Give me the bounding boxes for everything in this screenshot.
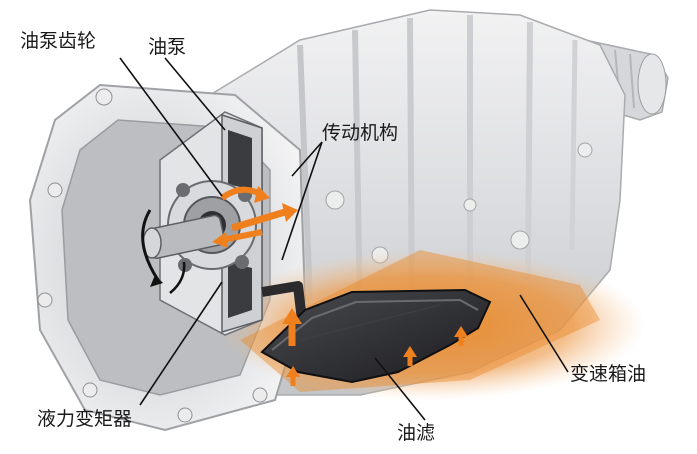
label-oil-filter: 油滤 — [397, 422, 436, 444]
pickup-tube — [261, 281, 307, 321]
label-transmission-mechanism: 传动机构 — [322, 122, 399, 144]
label-torque-converter: 液力变矩器 — [37, 408, 133, 430]
label-oil-pump-gear: 油泵齿轮 — [20, 30, 97, 52]
filter-flow-arrows — [282, 308, 468, 386]
pump-flow-arrows — [212, 186, 298, 248]
leader-oil-pump-gear — [119, 57, 223, 197]
label-transmission-oil: 变速箱油 — [570, 363, 647, 385]
pump-cutaway — [141, 111, 263, 336]
leader-transmission-mechanism-2 — [281, 141, 323, 261]
oil-filter — [260, 288, 492, 384]
leader-oil-pump — [164, 57, 226, 131]
leader-oil-filter — [374, 357, 426, 421]
leader-transmission-oil — [519, 294, 569, 373]
leader-lines — [119, 57, 569, 421]
leader-torque-converter — [139, 281, 223, 406]
leader-transmission-mechanism-1 — [291, 141, 323, 177]
label-oil-pump: 油泵 — [148, 36, 187, 58]
